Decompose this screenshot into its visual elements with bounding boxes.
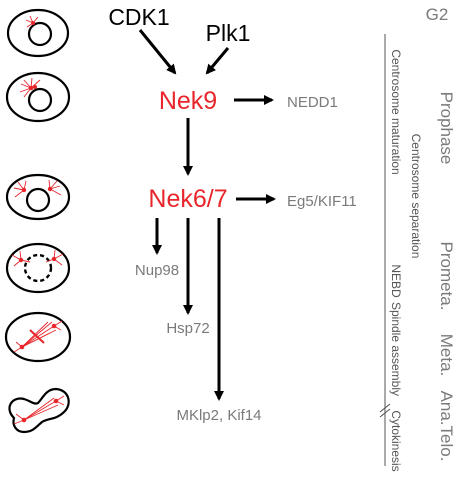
prophase-cell-icon	[5, 71, 71, 123]
cdk1-to-nek9-arrow	[138, 29, 177, 75]
event-centrosome-maturation: Centrosome maturation	[389, 49, 403, 174]
plk1-to-nek9-arrow	[205, 47, 230, 75]
mklp2-label: MKlp2, Kif14	[176, 407, 261, 424]
g2-cell-icon	[6, 8, 70, 58]
event-cytokinesis: Cytokinesis	[389, 410, 403, 471]
phase-prometa-label: Prometa.	[437, 242, 456, 311]
nek67-label: Nek6/7	[148, 185, 227, 213]
cytokinesis-cell-icon	[8, 387, 70, 434]
event-spindle-assembly: Spindle assembly	[389, 302, 403, 396]
phase-meta-label: Meta.	[437, 334, 456, 377]
plk1-label: Plk1	[206, 20, 251, 46]
hsp72-label: Hsp72	[166, 320, 209, 337]
phase-ana-telo-label: Ana.Telo.	[437, 391, 456, 462]
cdk1-label: CDK1	[108, 4, 169, 30]
event-centrosome-separation: Centrosome separation	[409, 134, 423, 259]
eg5-label: Eg5/KIF11	[287, 193, 357, 210]
metaphase-cell-icon	[4, 311, 72, 363]
nedd1-label: NEDD1	[287, 94, 338, 111]
separation-cell-icon	[5, 173, 71, 221]
nup98-label: Nup98	[135, 262, 179, 279]
prometaphase-cell-icon	[5, 242, 71, 294]
timeline-break-icon	[379, 403, 391, 418]
event-nebd: NEBD	[389, 264, 403, 298]
phase-g2-label: G2	[426, 5, 449, 24]
nek9-label: Nek9	[159, 87, 217, 115]
phase-prophase-label: Prophase	[437, 92, 456, 165]
